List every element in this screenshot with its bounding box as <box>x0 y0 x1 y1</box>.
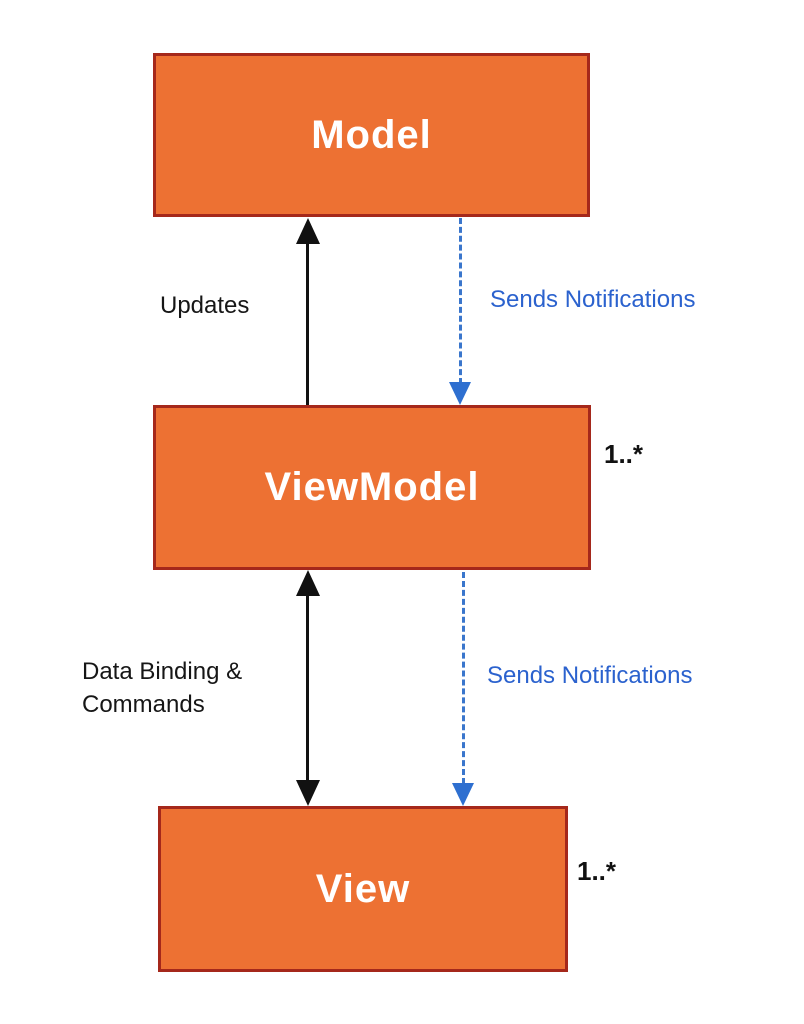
notifications-dashed-line <box>459 218 462 384</box>
arrow-up-icon <box>296 570 320 596</box>
view-node-label: View <box>315 866 411 911</box>
sends-notifications-edge-label: Sends Notifications <box>490 286 696 313</box>
view-multiplicity-label: 1..* <box>577 856 617 886</box>
model-node-label: Model <box>311 112 432 157</box>
data-binding-arrow-line <box>306 584 309 792</box>
model-node: Model <box>153 53 590 217</box>
data-binding-edge-label: Data Binding & Commands <box>82 658 243 718</box>
viewmodel-node-label: ViewModel <box>264 465 480 509</box>
updates-edge-label: Updates <box>160 292 250 319</box>
arrow-down-icon <box>296 780 320 806</box>
viewmodel-multiplicity-label: 1..* <box>604 439 644 469</box>
notifications-dashed-line <box>462 572 465 784</box>
arrow-up-icon <box>296 218 320 244</box>
arrow-down-icon <box>449 382 471 405</box>
sends-notifications-edge-label: Sends Notifications <box>487 662 693 689</box>
view-node: View <box>158 806 568 972</box>
viewmodel-node: ViewModel <box>153 405 591 570</box>
updates-arrow-line <box>306 230 309 405</box>
arrow-down-icon <box>452 783 474 806</box>
